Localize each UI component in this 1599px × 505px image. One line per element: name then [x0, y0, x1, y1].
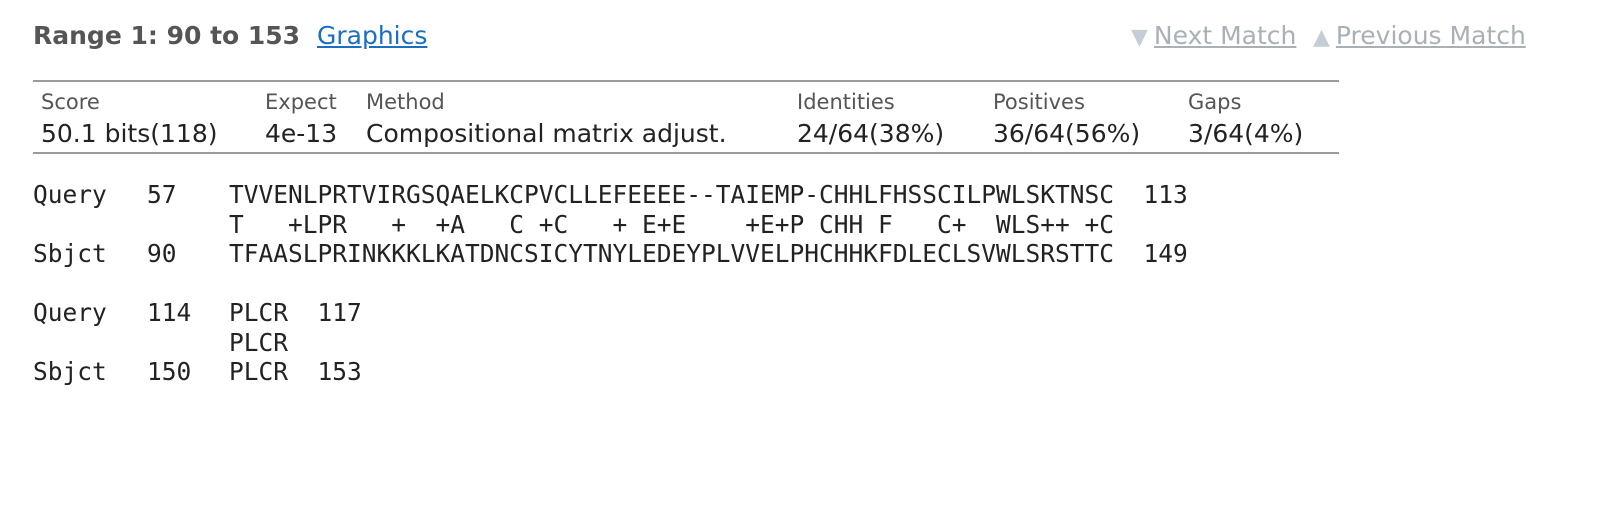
query-end: 113: [1143, 180, 1188, 209]
stat-value: 50.1 bits(118): [41, 119, 218, 148]
sequence-alignment: Query 57 TVVENLPRTVIRGSQAELKCPVCLLEFEEEE…: [33, 180, 1433, 387]
match-line: PLCR: [33, 328, 1433, 358]
query-seq-text: PLCR: [229, 298, 289, 327]
query-end: 117: [317, 298, 362, 327]
sbjct-start: 90: [147, 239, 177, 268]
sbjct-seq-text: TFAASLPRINKKKLKATDNCSICYTNYLEDEYPLVVELPH…: [229, 239, 1115, 268]
query-line: Query 114 PLCR 117: [33, 298, 1433, 328]
triangle-up-icon: ▲: [1313, 25, 1330, 50]
stat-value: 24/64(38%): [797, 119, 945, 148]
query-line: Query 57 TVVENLPRTVIRGSQAELKCPVCLLEFEEEE…: [33, 180, 1433, 210]
stat-header: Identities: [797, 90, 895, 114]
sbjct-seq-text: PLCR: [229, 357, 289, 386]
query-seq-text: TVVENLPRTVIRGSQAELKCPVCLLEFEEEE--TAIEMP-…: [229, 180, 1115, 209]
query-sequence: PLCR 117: [229, 298, 362, 328]
stat-header: Gaps: [1188, 90, 1242, 114]
alignment-stats-table: Score 50.1 bits(118) Expect 4e-13 Method…: [33, 80, 1339, 154]
triangle-down-icon: ▼: [1131, 25, 1148, 50]
sbjct-label: Sbjct: [33, 239, 107, 268]
alignment-block: Query 57 TVVENLPRTVIRGSQAELKCPVCLLEFEEEE…: [33, 180, 1433, 269]
graphics-link[interactable]: Graphics: [317, 21, 428, 50]
sbjct-label: Sbjct: [33, 357, 107, 386]
alignment-block: Query 114 PLCR 117 PLCR Sbjct 150 PLCR 1…: [33, 298, 1433, 387]
stat-value: Compositional matrix adjust.: [366, 119, 727, 148]
sbjct-sequence: PLCR 153: [229, 357, 362, 387]
sbjct-start: 150: [147, 357, 192, 386]
range-header: Range 1: 90 to 153 Graphics ▼Next Match …: [33, 18, 1533, 54]
query-label: Query: [33, 298, 107, 327]
stat-header: Method: [366, 90, 445, 114]
stat-header: Score: [41, 90, 100, 114]
stat-header: Positives: [993, 90, 1085, 114]
stat-header: Expect: [265, 90, 337, 114]
match-sequence: T +LPR + +A C +C + E+E +E+P CHH F C+ WLS…: [229, 209, 1115, 239]
previous-match-link[interactable]: ▲Previous Match: [1313, 18, 1526, 56]
query-label: Query: [33, 180, 107, 209]
sbjct-sequence: TFAASLPRINKKKLKATDNCSICYTNYLEDEYPLVVELPH…: [229, 239, 1188, 269]
previous-match-label: Previous Match: [1335, 21, 1526, 50]
stat-value: 4e-13: [265, 119, 338, 148]
match-sequence: PLCR: [229, 327, 289, 357]
query-start: 114: [147, 298, 192, 327]
query-start: 57: [147, 180, 177, 209]
sbjct-end: 149: [1143, 239, 1188, 268]
sbjct-line: Sbjct 90 TFAASLPRINKKKLKATDNCSICYTNYLEDE…: [33, 239, 1433, 269]
sbjct-end: 153: [317, 357, 362, 386]
stat-value: 3/64(4%): [1188, 119, 1304, 148]
stat-value: 36/64(56%): [993, 119, 1141, 148]
range-title: Range 1: 90 to 153: [33, 21, 301, 50]
sbjct-line: Sbjct 150 PLCR 153: [33, 357, 1433, 387]
next-match-label: Next Match: [1153, 21, 1297, 50]
next-match-link[interactable]: ▼Next Match: [1131, 18, 1296, 56]
match-line: T +LPR + +A C +C + E+E +E+P CHH F C+ WLS…: [33, 210, 1433, 240]
query-sequence: TVVENLPRTVIRGSQAELKCPVCLLEFEEEE--TAIEMP-…: [229, 180, 1188, 210]
